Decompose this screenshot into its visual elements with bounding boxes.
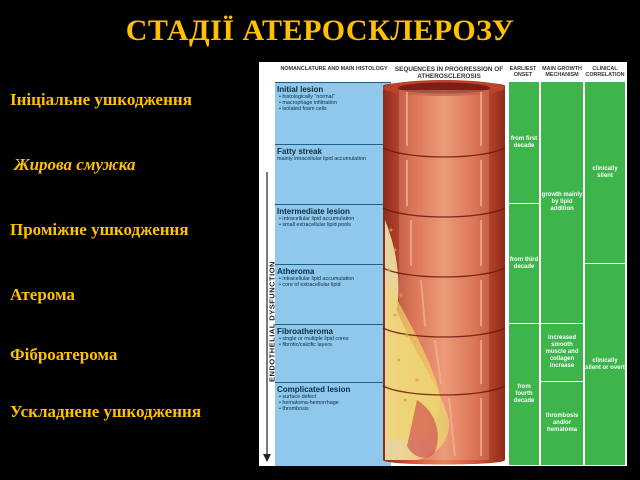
header-nomenclature: NOMANCLATURE AND MAIN HISTOLOGY xyxy=(280,66,388,72)
lesion-item: • histologically "normal" xyxy=(279,94,335,100)
lesion-item: • core of extracellular lipid xyxy=(279,282,341,288)
stage-label-initial: Ініціальне ушкодження xyxy=(10,90,192,109)
correlation-silent: clinically silent xyxy=(585,82,625,264)
lesion-name: Fatty streak xyxy=(277,147,322,156)
lesion-initial: Initial lesion • histologically "normal"… xyxy=(275,82,391,145)
header-correlation: CLINICAL CORRELATION xyxy=(585,66,625,78)
lesion-name: Complicated lesion xyxy=(277,385,351,394)
onset-third-decade: from third decade xyxy=(509,204,539,324)
lesion-name: Fibroatheroma xyxy=(277,327,334,336)
header-mechanism: MAIN GROWTH MECHANISM xyxy=(542,66,582,78)
lesion-fibroatheroma: Fibroatheroma • single or multiple lipid… xyxy=(275,324,391,383)
stage-label-fatty-streak: Жирова смужка xyxy=(14,155,136,174)
lesion-item: • surface defect xyxy=(279,394,317,400)
stage-label-fibroatheroma: Фіброатерома xyxy=(10,345,118,364)
lesion-item: • intracellular lipid accumulation xyxy=(279,276,355,282)
endothelial-dysfunction-label: ENDOTHELIAL DYSFUNCTION xyxy=(267,261,277,382)
lesion-item: mainly intracellular lipid accumulation xyxy=(277,156,366,162)
mechanism-smooth-muscle: increased smooth muscle and collagen inc… xyxy=(541,324,583,382)
onset-fourth-decade: from fourth decade xyxy=(509,324,539,466)
lesion-item: • single or multiple lipid cores xyxy=(279,336,349,342)
progression-arrow xyxy=(263,172,271,462)
correlation-silent-or-overt: clinically silent or overt xyxy=(585,264,625,466)
mechanism-thrombosis: thrombosis and/or hematoma xyxy=(541,382,583,466)
lesion-item: • intracellular lipid accumulation xyxy=(279,216,355,222)
lesion-item: • hematoma-hemorrhage xyxy=(279,400,339,406)
onset-first-decade: from first decade xyxy=(509,82,539,204)
stage-label-complicated: Ускладнене ушкодження xyxy=(10,402,202,421)
lesion-item: • isolated foam cells xyxy=(279,106,327,112)
page-title: СТАДІЇ АТЕРОСКЛЕРОЗУ xyxy=(125,14,515,47)
artery-illustration xyxy=(382,80,506,465)
stage-label-intermediate: Проміжне ушкодження xyxy=(10,220,189,239)
lesion-item: • fibrotic/calcific layers xyxy=(279,342,332,348)
lesion-name: Atheroma xyxy=(277,267,315,276)
lesion-item: • thrombosis xyxy=(279,406,309,412)
stage-label-atheroma: Атерома xyxy=(10,285,75,304)
lesion-complicated: Complicated lesion • surface defect • he… xyxy=(275,382,391,466)
lesion-fatty-streak: Fatty streak mainly intracellular lipid … xyxy=(275,144,391,205)
lesion-atheroma: Atheroma • intracellular lipid accumulat… xyxy=(275,264,391,325)
lesion-name: Initial lesion xyxy=(277,85,324,94)
header-onset: EARLIEST ONSET xyxy=(509,66,537,78)
mechanism-lipid-addition: growth mainly by lipid addition xyxy=(541,82,583,324)
lesion-item: • small extracellular lipid pools xyxy=(279,222,352,228)
lesion-item: • macrophage infiltration xyxy=(279,100,337,106)
header-sequences: SEQUENCES IN PROGRESSION OF ATHEROSCLERO… xyxy=(394,66,504,80)
lesion-intermediate: Intermediate lesion • intracellular lipi… xyxy=(275,204,391,265)
lesion-name: Intermediate lesion xyxy=(277,207,350,216)
atherosclerosis-diagram: NOMANCLATURE AND MAIN HISTOLOGY SEQUENCE… xyxy=(259,62,627,466)
